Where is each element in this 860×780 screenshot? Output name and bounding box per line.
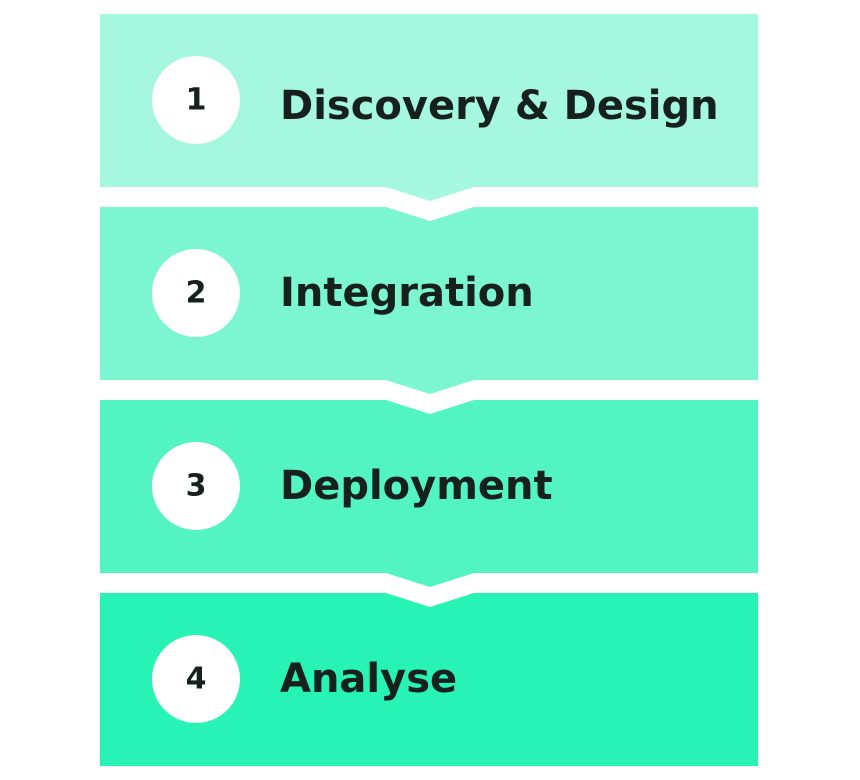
step-4-block [100,593,758,766]
step-2-number-circle [152,249,240,337]
step-2-block [100,207,758,394]
step-2: 2 Integration [100,207,758,394]
step-3: 3 Deployment [100,400,758,587]
step-3-label: Deployment [280,463,553,509]
step-3-number: 3 [186,469,207,504]
step-4-number-circle [152,635,240,723]
step-2-number: 2 [186,276,207,311]
step-1-number: 1 [186,83,207,118]
step-1-number-circle [152,56,240,144]
step-1-block [100,14,758,201]
step-4-number: 4 [186,662,207,697]
step-2-label: Integration [280,270,534,316]
step-1: 1 Discovery & Design [100,14,758,201]
step-3-block [100,400,758,587]
step-3-number-circle [152,442,240,530]
step-1-label: Discovery & Design [280,83,719,129]
step-4-label: Analyse [280,656,457,702]
step-4: 4 Analyse [100,593,758,766]
